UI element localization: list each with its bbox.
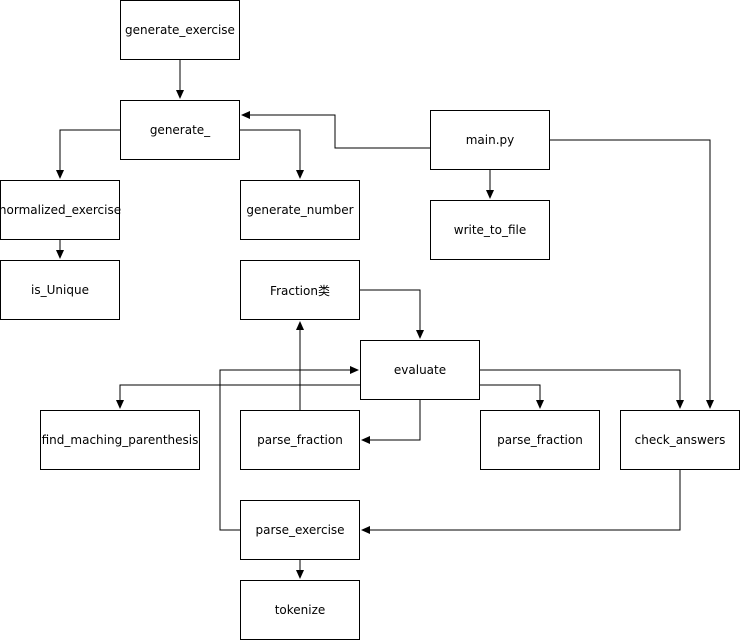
node-write-to-file-label: write_to_file xyxy=(453,223,527,237)
node-normalized-exercise-label: normalized_exercise xyxy=(0,203,122,217)
node-generate-number[interactable]: generate_number xyxy=(240,180,360,240)
node-generate-exercise[interactable]: generate_exercise xyxy=(120,0,240,60)
node-generate-label: generate_ xyxy=(149,123,211,137)
node-tokenize[interactable]: tokenize xyxy=(240,580,360,640)
node-parse-exercise-label: parse_exercise xyxy=(255,523,345,537)
node-parse-fraction-right[interactable]: parse_fraction xyxy=(480,410,600,470)
node-fraction-class[interactable]: Fraction类 xyxy=(240,260,360,320)
edge-evaluate-to-check-answers xyxy=(480,369,684,409)
node-generate-number-label: generate_number xyxy=(246,203,354,217)
node-tokenize-label: tokenize xyxy=(274,603,326,617)
node-parse-fraction-left[interactable]: parse_fraction xyxy=(240,410,360,470)
node-find-matching-parenthesis[interactable]: find_maching_parenthesis xyxy=(40,410,200,470)
node-fraction-class-label: Fraction类 xyxy=(270,283,330,298)
node-parse-exercise[interactable]: parse_exercise xyxy=(240,500,360,560)
edge-generate-to-normalized-exercise xyxy=(56,129,120,179)
node-generate[interactable]: generate_ xyxy=(120,100,240,160)
edge-evaluate-to-find-matching-parenthesis xyxy=(116,384,360,409)
node-main-label: main.py xyxy=(465,133,515,147)
node-evaluate-label: evaluate xyxy=(393,363,447,377)
edge-fraction-class-to-evaluate xyxy=(360,289,424,339)
node-main[interactable]: main.py xyxy=(430,110,550,170)
node-evaluate[interactable]: evaluate xyxy=(360,340,480,400)
node-check-answers[interactable]: check_answers xyxy=(620,410,740,470)
node-write-to-file[interactable]: write_to_file xyxy=(430,200,550,260)
node-is-unique-label: is_Unique xyxy=(31,283,89,297)
edge-main-to-check-answers xyxy=(550,139,714,409)
edge-main-to-generate xyxy=(241,111,430,149)
node-find-matching-parenthesis-label: find_maching_parenthesis xyxy=(41,433,199,447)
node-parse-fraction-left-label: parse_fraction xyxy=(257,433,343,447)
edge-generate-to-generate-number xyxy=(240,129,304,179)
edge-evaluate-to-parse-fraction-right xyxy=(480,384,544,409)
node-parse-fraction-right-label: parse_fraction xyxy=(497,433,583,447)
edge-check-answers-to-parse-exercise xyxy=(361,470,681,534)
edge-evaluate-to-parse-fraction-left xyxy=(361,400,421,444)
node-generate-exercise-label: generate_exercise xyxy=(125,23,235,37)
node-normalized-exercise[interactable]: normalized_exercise xyxy=(0,180,122,240)
node-check-answers-label: check_answers xyxy=(634,433,726,447)
edge-parse-exercise-to-evaluate xyxy=(219,366,359,531)
node-is-unique[interactable]: is_Unique xyxy=(0,260,120,320)
